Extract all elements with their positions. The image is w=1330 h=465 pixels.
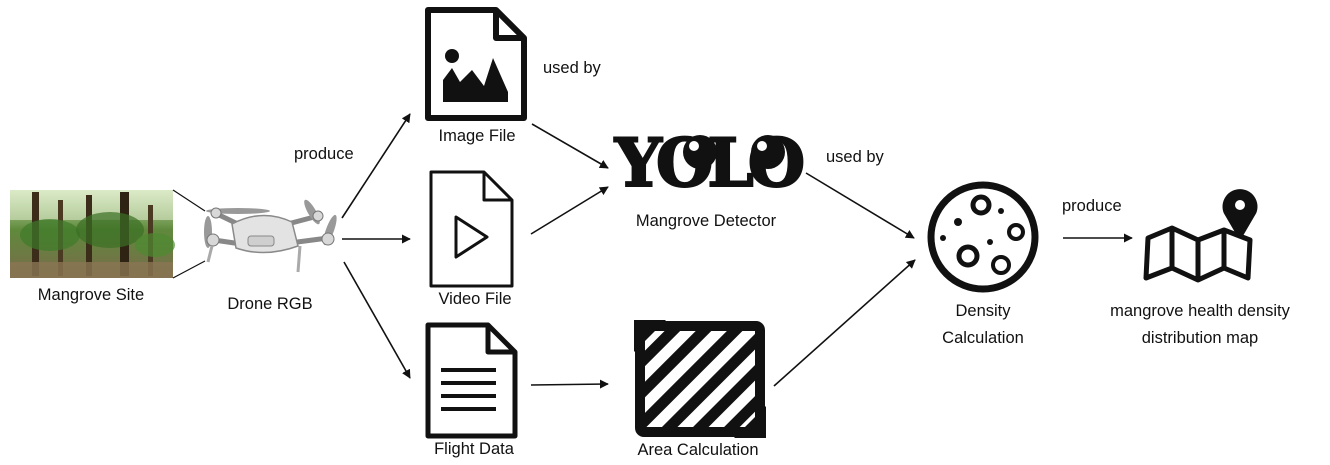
label-video-file: Video File [438, 290, 512, 308]
arrow-flight-area [530, 379, 609, 389]
drone-icon [204, 199, 337, 273]
label-area-calculation: Area Calculation [637, 441, 759, 459]
yolo-logo-icon: YOLO [613, 123, 810, 203]
flight-data-icon [425, 322, 518, 439]
arrow-drone-image [341, 113, 411, 219]
edge-label-produce-2: produce [1062, 197, 1122, 215]
zoom-lines [172, 189, 206, 279]
area-calculation-icon [634, 320, 766, 438]
arrows [341, 113, 1133, 389]
edge-label-used-by-2: used by [826, 148, 884, 166]
density-dish-icon [927, 181, 1039, 293]
map-icon [1143, 189, 1258, 283]
arrow-drone-flight [343, 261, 411, 379]
label-density-calculation: Density Calculation [942, 302, 1024, 347]
arrow-video-yolo [530, 186, 609, 235]
arrow-area-density [773, 259, 916, 387]
label-drone-rgb: Drone RGB [227, 295, 313, 313]
label-mangrove-site: Mangrove Site [37, 286, 145, 304]
label-flight-data: Flight Data [434, 440, 514, 458]
mangrove-site-photo [10, 190, 175, 278]
label-image-file: Image File [438, 127, 516, 145]
label-distribution-map: mangrove health density distribution map [1110, 302, 1290, 347]
arrow-yolo-density [805, 172, 915, 239]
arrow-image-yolo [531, 123, 609, 169]
image-file-icon [425, 7, 527, 121]
edge-label-used-by-1: used by [543, 59, 601, 77]
video-file-icon [429, 170, 514, 288]
edge-label-produce-1: produce [294, 145, 354, 163]
label-mangrove-detector: Mangrove Detector [635, 212, 777, 230]
